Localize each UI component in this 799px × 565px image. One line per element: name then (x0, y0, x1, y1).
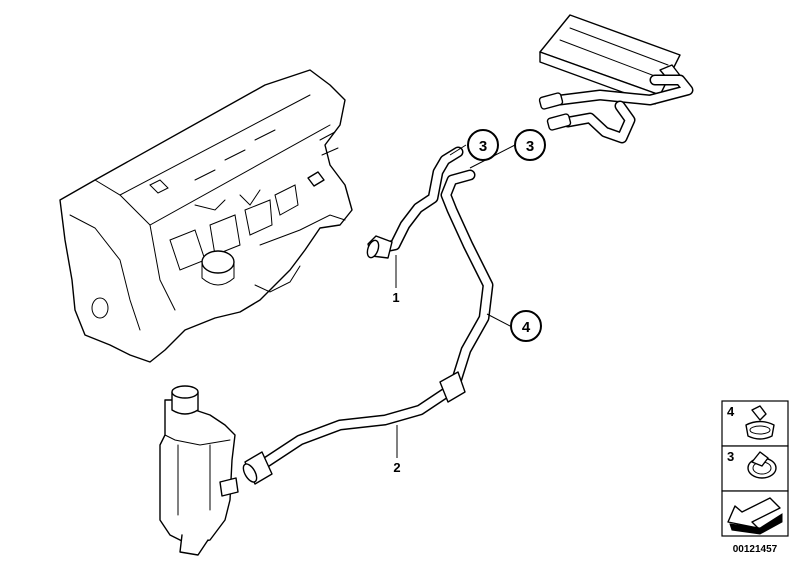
engine-block (59, 69, 353, 363)
part-label-1: 1 (392, 290, 399, 305)
callout-4: 4 (510, 310, 542, 342)
legend-item-3-number: 3 (727, 449, 734, 464)
document-number: 00121457 (733, 544, 778, 555)
hose-4 (440, 169, 494, 391)
callout-3a-label: 3 (479, 138, 487, 155)
callout-4-label: 4 (522, 319, 531, 336)
legend-panel: 4 3 (721, 400, 789, 537)
legend-item-4-number: 4 (727, 404, 735, 419)
hose-clamp-band-icon (747, 451, 777, 479)
part-label-2: 2 (393, 460, 400, 475)
expansion-tank (159, 385, 239, 556)
hose-1 (366, 146, 464, 259)
callout-3b: 3 (514, 129, 546, 161)
callout-3a: 3 (467, 129, 499, 161)
arrow-left-icon (727, 497, 783, 535)
heater-core (538, 14, 694, 144)
hose-2 (242, 371, 466, 485)
hose-clamp-spring-icon (745, 405, 775, 440)
callout-3b-label: 3 (526, 138, 534, 155)
